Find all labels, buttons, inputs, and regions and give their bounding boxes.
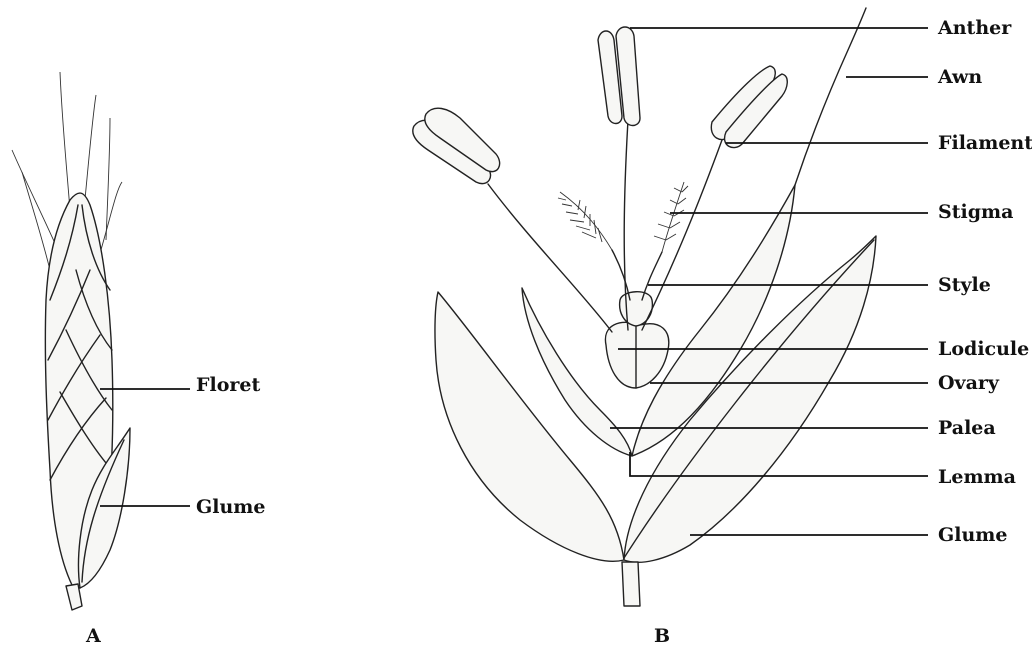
label-glume-b: Glume (938, 524, 1007, 546)
label-lemma: Lemma (938, 466, 1016, 488)
label-stigma: Stigma (938, 201, 1013, 223)
spikelet-illustration (12, 72, 130, 610)
label-ovary: Ovary (938, 372, 1000, 394)
label-filament: Filament (938, 132, 1032, 154)
panel-letter-b: B (654, 625, 670, 647)
label-floret-a: Floret (196, 374, 260, 396)
panel-letter-a: A (85, 625, 101, 647)
label-style: Style (938, 274, 991, 296)
label-anther: Anther (937, 17, 1012, 39)
label-palea: Palea (938, 417, 996, 439)
floret-dissection-illustration (413, 8, 876, 606)
label-awn: Awn (937, 66, 982, 88)
label-glume-a: Glume (196, 496, 265, 518)
label-lodicule: Lodicule (938, 338, 1029, 360)
